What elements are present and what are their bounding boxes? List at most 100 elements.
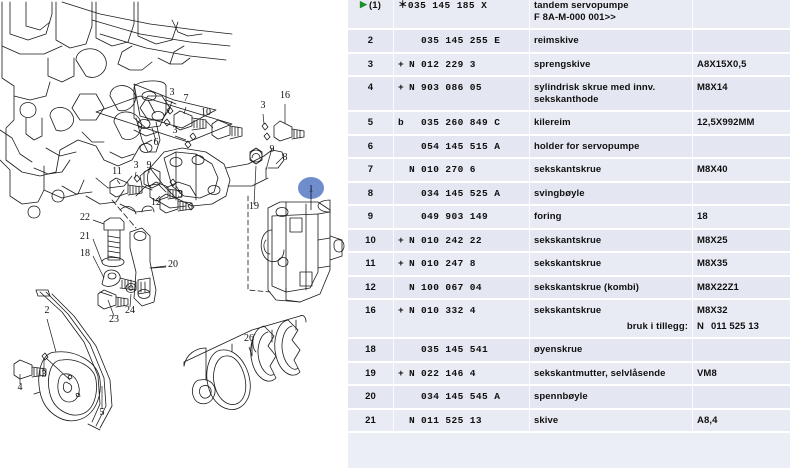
cell-specification: 12,5X992MM xyxy=(692,111,790,136)
table-row[interactable]: 6 054 145 515 A holder for servopumpe xyxy=(348,134,790,159)
cell-item-number: 19 xyxy=(348,361,394,386)
part-number-value: 035 260 849 C xyxy=(421,117,501,128)
part-number-text: 035 145 255 E xyxy=(398,35,525,47)
cell-specification xyxy=(692,29,790,54)
callout-number: 21 xyxy=(80,231,90,242)
part-number-text: 035 145 541 xyxy=(398,344,525,356)
cell-description: foring xyxy=(529,205,693,230)
description-text: foring xyxy=(534,211,562,222)
description-text: sekskantskrue xyxy=(534,234,602,246)
description-text: sekskantmutter, selvlåsende xyxy=(534,367,666,379)
cell-description: sekskantmutter, selvlåsende xyxy=(529,361,693,386)
specification-text: M8X40 xyxy=(697,164,728,175)
callout-number: 16 xyxy=(280,90,290,101)
cell-specification: A8,4 xyxy=(692,408,790,433)
cell-specification: M8X25 xyxy=(692,228,790,253)
highlight-marker-1: 1 xyxy=(298,177,324,210)
callout-number: 3 xyxy=(261,100,266,111)
cell-description: sylindrisk skrue med innv.sekskanthode xyxy=(529,76,693,112)
cell-part-number: 034 145 525 A xyxy=(393,181,530,206)
cell-item-number: 6 xyxy=(348,134,394,159)
part-number-value: 010 270 6 xyxy=(421,164,476,175)
item-number-text: 16 xyxy=(365,305,376,316)
part-number-value: 903 086 05 xyxy=(421,82,483,93)
callout-number: 11 xyxy=(112,166,122,177)
item-number-text: 20 xyxy=(365,391,376,402)
part-number-value: 010 332 4 xyxy=(421,305,476,316)
callout-number: 3 xyxy=(42,369,47,380)
callout-number: 19 xyxy=(249,201,259,212)
part-number-plus-marker: + xyxy=(398,258,405,269)
cell-description: holder for servopumpe xyxy=(529,134,693,159)
cell-specification xyxy=(692,0,790,30)
cell-part-number: 035 145 541 xyxy=(393,338,530,363)
cell-item-number: 11 xyxy=(348,252,394,277)
cell-item-number: 7 xyxy=(348,158,394,183)
cell-item-number: 3 xyxy=(348,52,394,77)
item-number-text: 12 xyxy=(365,281,376,293)
item-number-text: 3 xyxy=(367,58,374,70)
description-text: sprengskive xyxy=(534,58,591,70)
part-number-n-marker: N xyxy=(409,58,416,70)
part-number-text: 054 145 515 A xyxy=(398,141,525,153)
item-number-text: 11 xyxy=(365,258,376,269)
cell-description: sprengskive xyxy=(529,52,693,77)
specification-text: M8X14 xyxy=(697,82,728,93)
item-number-text: 19 xyxy=(365,367,376,379)
item-number-text: 7 xyxy=(367,164,374,175)
callout-number: 9 xyxy=(270,144,275,155)
part-number-plus-marker: + xyxy=(398,367,405,379)
part-number-plus-marker: + xyxy=(398,82,405,93)
part-number-value: 054 145 515 A xyxy=(421,140,501,152)
cell-item-number: 10 xyxy=(348,228,394,253)
description-text: holder for servopumpe xyxy=(534,140,640,152)
specification-text: 18 xyxy=(697,211,708,222)
cell-item-number: 12 xyxy=(348,275,394,300)
part-number-value: 010 247 8 xyxy=(421,258,476,269)
callout-number: 20 xyxy=(168,259,178,270)
cell-item-number: 2 xyxy=(348,29,394,54)
callout-number: 6 xyxy=(154,137,159,148)
item-number-text: (1) xyxy=(369,0,381,11)
description-text: skive xyxy=(534,414,559,426)
item-number-text: 9 xyxy=(367,211,374,222)
callout-number: 3 xyxy=(173,125,178,136)
description-text: svingbøyle xyxy=(534,187,585,199)
part-number-value: 034 145 525 A xyxy=(421,187,501,199)
part-number-n-marker: N xyxy=(409,82,416,93)
part-number-value: 035 145 541 xyxy=(421,344,489,355)
